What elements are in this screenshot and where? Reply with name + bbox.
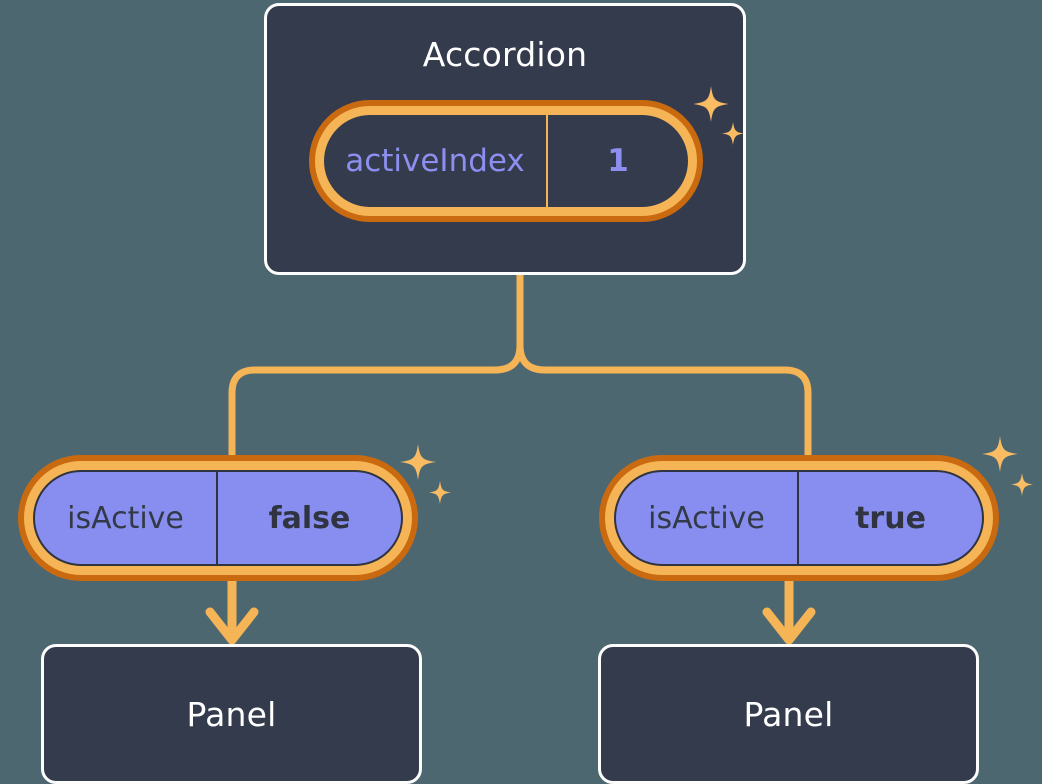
sparkle-icon-small	[1011, 473, 1033, 496]
prop-key-label: isActive	[616, 472, 799, 564]
sparkle-icon-large	[982, 436, 1018, 472]
prop-pill-isactive-true[interactable]: isActive true	[599, 455, 999, 581]
prop-value-label: false	[268, 500, 351, 536]
state-key-label: activeIndex	[324, 115, 548, 207]
accordion-title: Accordion	[422, 35, 588, 74]
prop-value-label: true	[855, 500, 926, 536]
pill-ring: activeIndex 1	[315, 106, 697, 216]
panel-node-left[interactable]: Panel	[41, 644, 422, 784]
pill-body: isActive false	[33, 470, 403, 566]
prop-pill-isactive-false[interactable]: isActive false	[18, 455, 418, 581]
arrow-head-right	[762, 607, 816, 645]
sparkle-icon-large	[400, 444, 436, 480]
pill-body: activeIndex 1	[324, 115, 688, 207]
state-value-label: 1	[607, 143, 629, 179]
state-pill-activeindex[interactable]: activeIndex 1	[309, 100, 703, 222]
connector-branch-right	[516, 341, 812, 462]
pill-body: isActive true	[614, 470, 984, 566]
arrow-head-left	[205, 607, 259, 645]
pill-ring: isActive false	[24, 461, 412, 575]
connector-branch-left	[228, 341, 524, 462]
panel-title: Panel	[186, 694, 277, 734]
pill-ring: isActive true	[605, 461, 993, 575]
sparkle-icon-small	[429, 481, 451, 504]
panel-node-right[interactable]: Panel	[598, 644, 979, 784]
panel-title: Panel	[743, 694, 834, 734]
prop-key-label: isActive	[35, 472, 218, 564]
